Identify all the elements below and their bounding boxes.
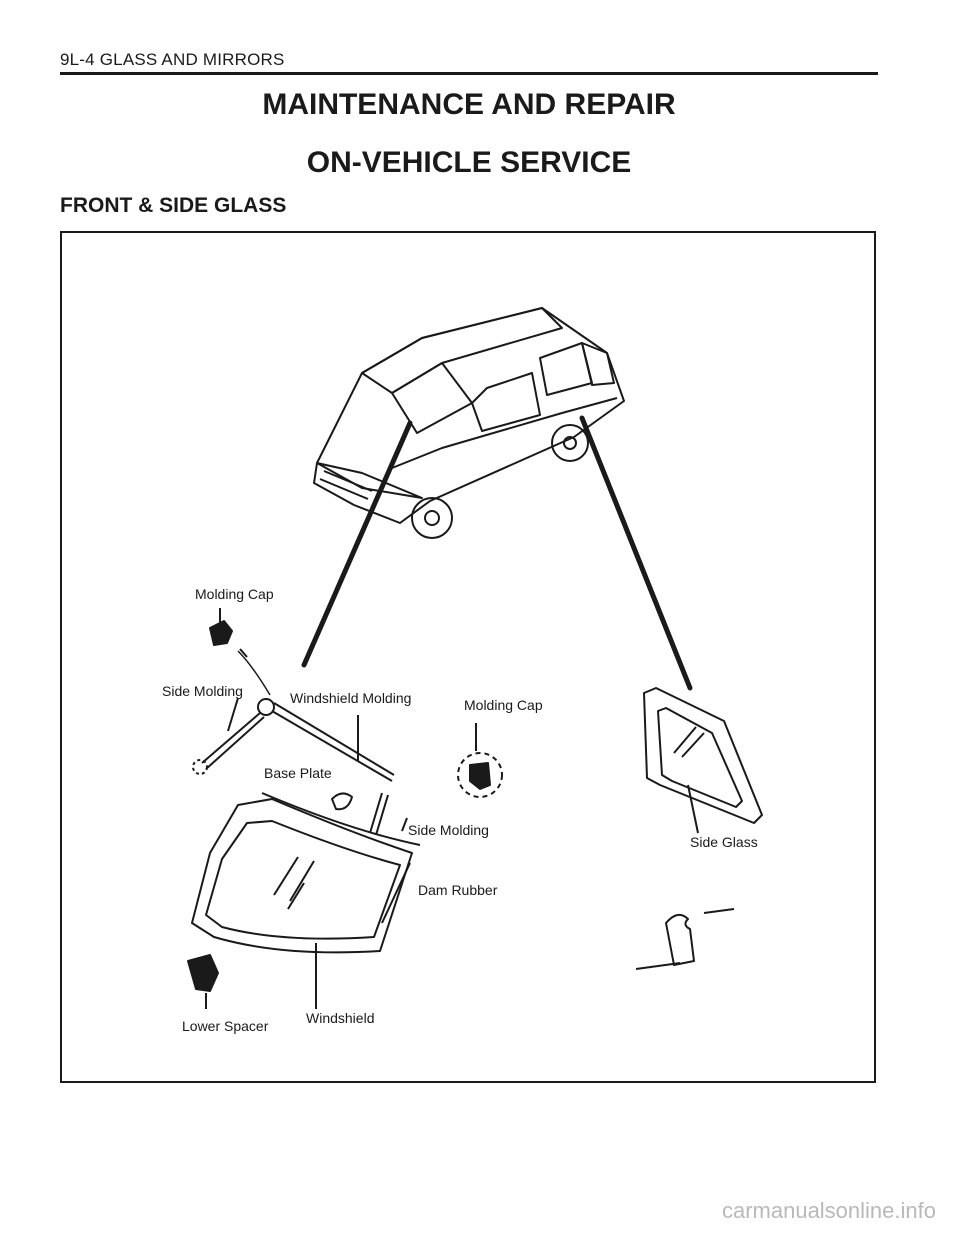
label-lower-spacer: Lower Spacer — [182, 1018, 269, 1034]
glass-diagram: Molding Cap Side Molding Windshield Mold… — [162, 307, 763, 1034]
page-title: MAINTENANCE AND REPAIR — [262, 88, 676, 121]
vehicle-illustration — [313, 307, 625, 539]
label-molding-cap-top: Molding Cap — [195, 586, 274, 602]
label-side-glass: Side Glass — [690, 834, 758, 850]
label-side-molding-left: Side Molding — [162, 683, 243, 699]
watermark: carmanualsonline.info — [721, 1198, 936, 1223]
label-base-plate: Base Plate — [264, 765, 332, 781]
header-rule — [60, 72, 878, 75]
label-side-molding-right: Side Molding — [408, 822, 489, 838]
page-subtitle: ON-VEHICLE SERVICE — [306, 146, 632, 179]
label-windshield: Windshield — [306, 1010, 374, 1026]
figure-frame: Molding Cap Side Molding Windshield Mold… — [60, 231, 876, 1083]
pointer-lines — [301, 415, 693, 691]
section-heading: FRONT & SIDE GLASS — [60, 194, 287, 217]
parts-diagram — [187, 608, 763, 1009]
label-dam-rubber: Dam Rubber — [418, 882, 498, 898]
running-head: 9L-4 GLASS AND MIRRORS — [60, 50, 285, 69]
label-molding-cap-mid: Molding Cap — [464, 697, 543, 713]
label-windshield-molding: Windshield Molding — [290, 690, 411, 706]
